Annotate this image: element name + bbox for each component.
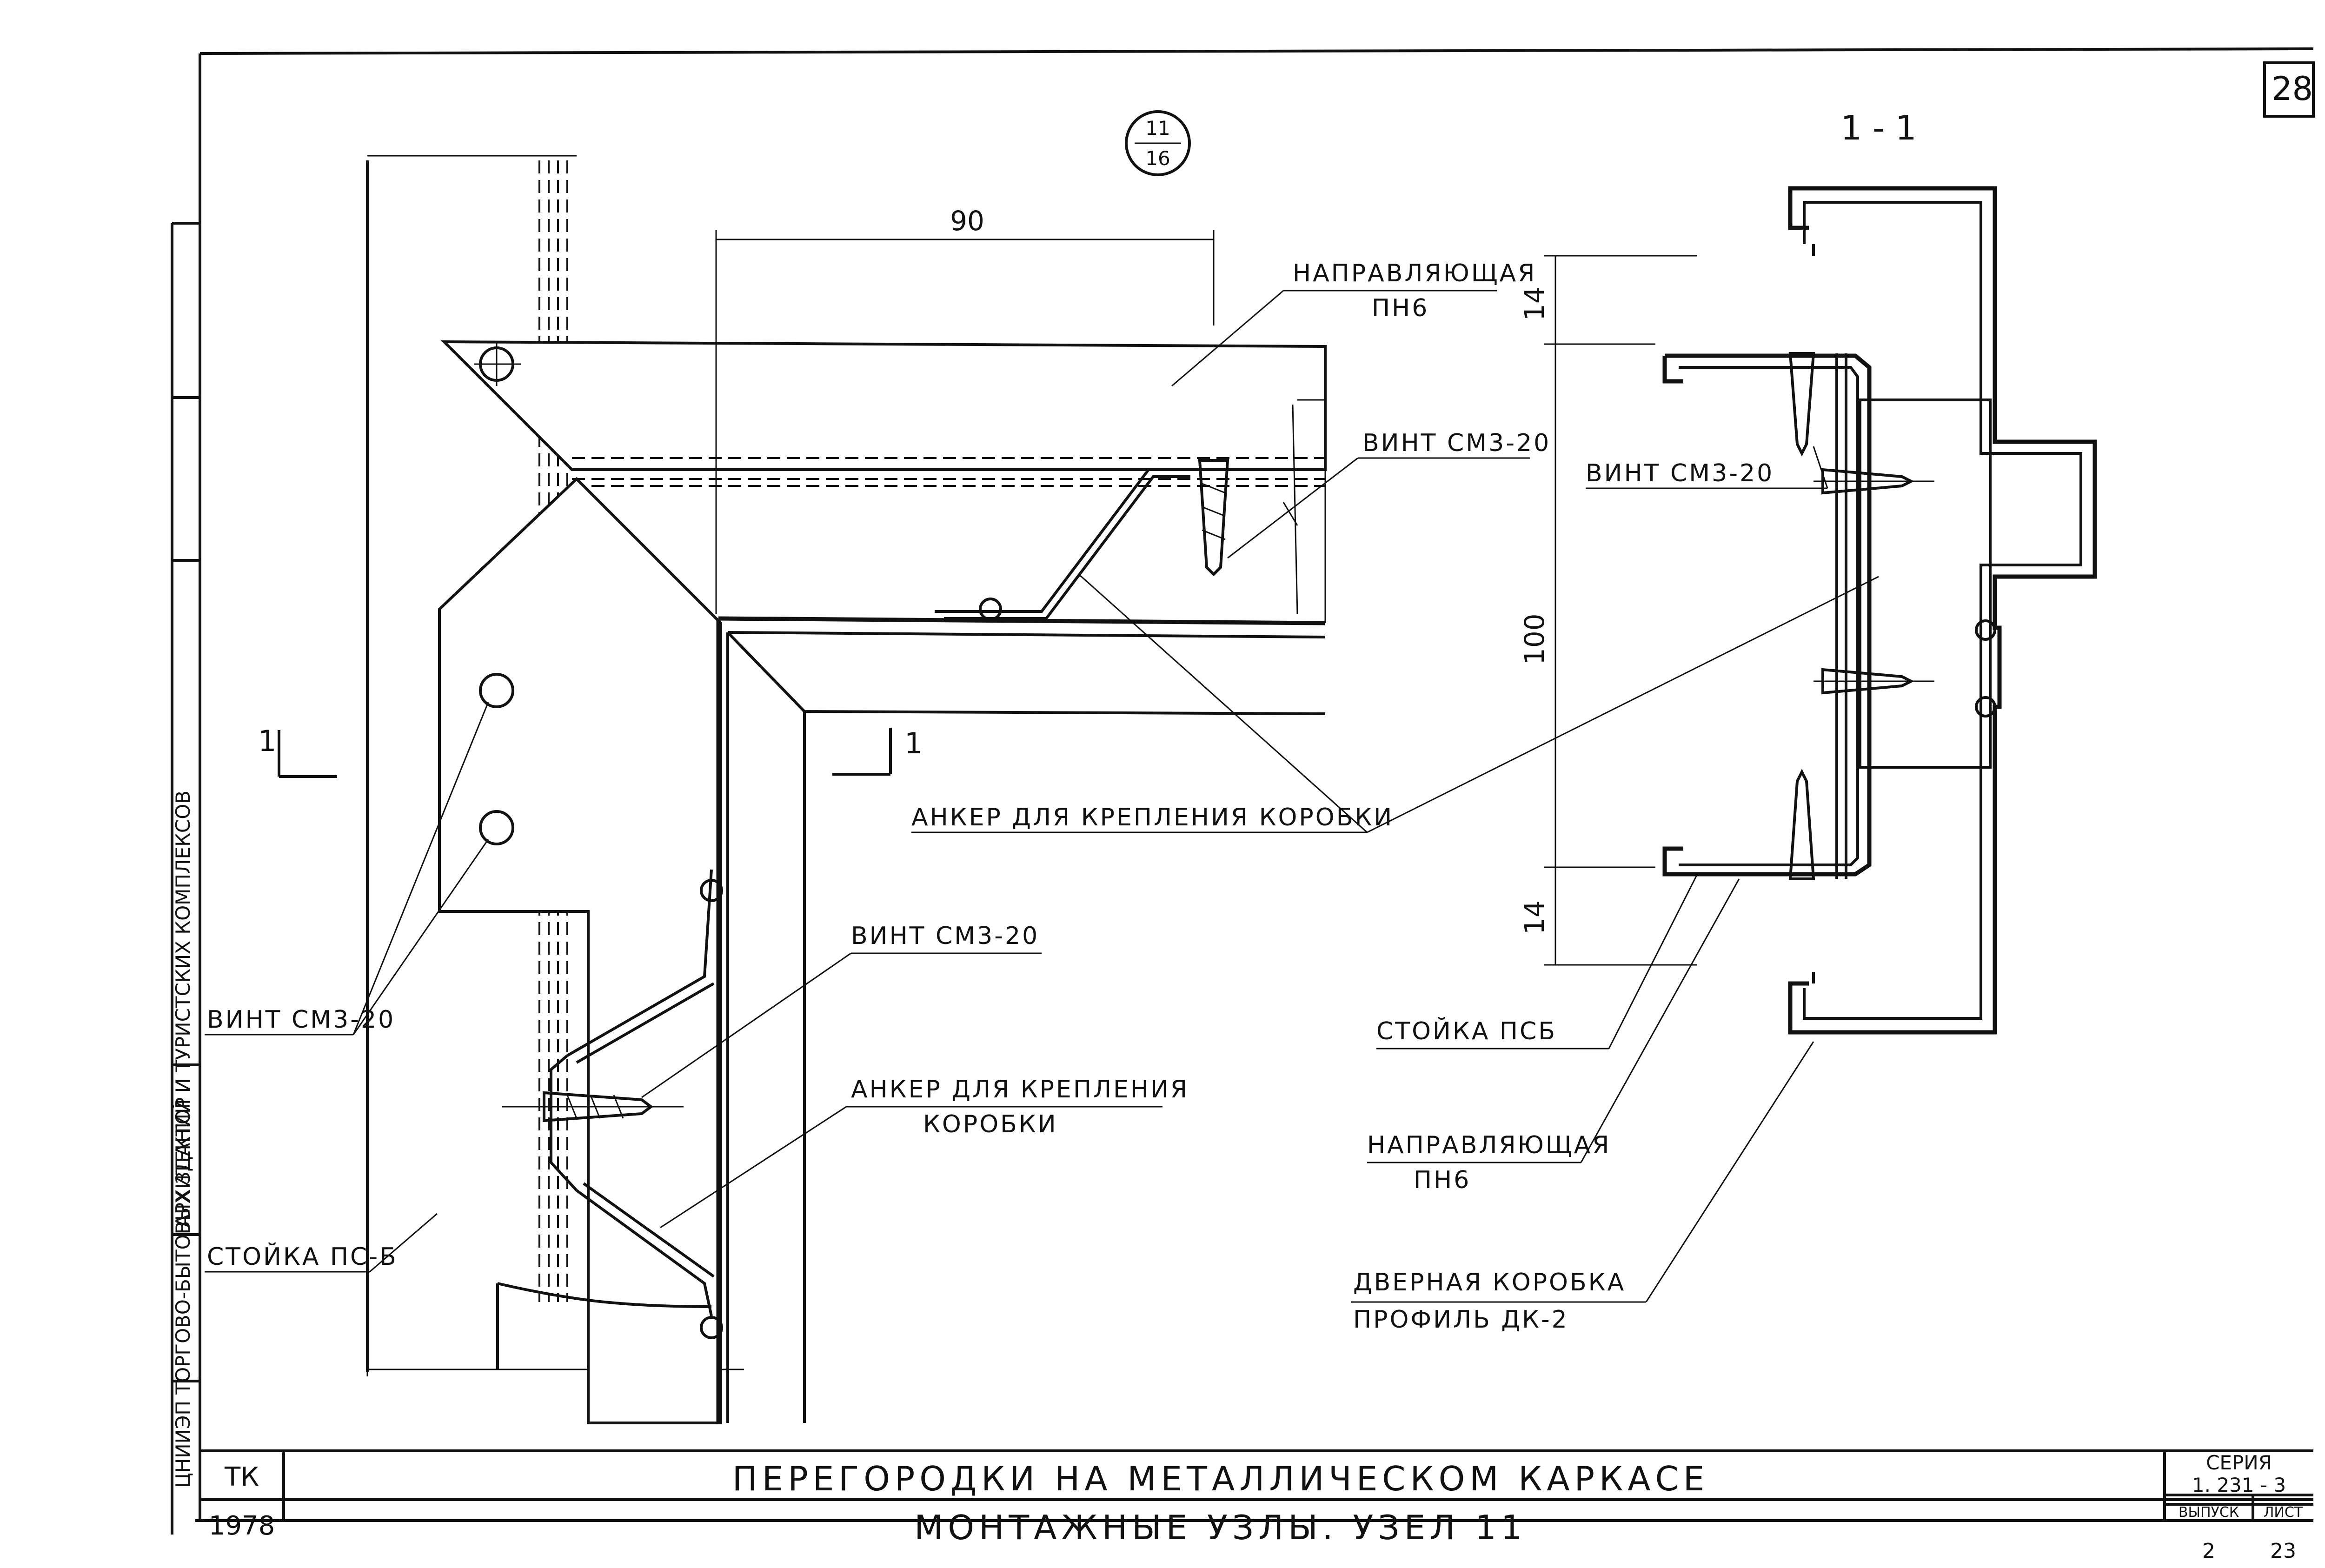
sheet-number: 28 (2272, 70, 2313, 108)
title-main: ПЕРЕГОРОДКИ НА МЕТАЛЛИЧЕСКОМ КАРКАСЕ (732, 1459, 1709, 1498)
dimension-90: 90 (715, 205, 1215, 614)
label-post-section: СТОЙКА ПСБ (1376, 1017, 1557, 1045)
label-screw-top: ВИНТ СМ3-20 (1362, 429, 1551, 457)
label-door-box-line1: ДВЕРНАЯ КОРОБКА (1353, 1269, 1626, 1296)
sheet-label: ЛИСТ (2264, 1504, 2303, 1521)
title-org: ТК (224, 1462, 259, 1492)
margin-role: АРХИТЕКТОР (172, 1097, 194, 1228)
label-anchor-lower-line2: КОРОБКИ (923, 1110, 1058, 1138)
svg-text:14: 14 (1519, 900, 1550, 935)
node-marker: 11 16 (1125, 110, 1191, 176)
svg-text:1: 1 (904, 726, 923, 760)
series-value: 1. 231 - 3 (2192, 1474, 2286, 1496)
leaders-main: НАПРАВЛЯЮЩАЯ ПН6 ВИНТ СМ3-20 АНКЕР ДЛЯ К… (205, 259, 1551, 1273)
section-1-1-drawing: 14 100 14 (1519, 186, 2097, 1035)
svg-text:14: 14 (1519, 286, 1550, 321)
section-mark-left: 1 (258, 724, 337, 778)
label-screw-section: ВИНТ СМ3-20 (1586, 459, 1774, 487)
section-mark-right: 1 (832, 726, 923, 776)
issue-value: 2 (2202, 1539, 2215, 1563)
sheet-frame (171, 47, 2315, 1535)
label-guide-section-line1: НАПРАВЛЯЮЩАЯ (1367, 1131, 1611, 1159)
title-year: 1978 (209, 1511, 275, 1541)
dimension-chain: 14 100 14 (1519, 255, 1697, 966)
label-anchor-lower-line1: АНКЕР ДЛЯ КРЕПЛЕНИЯ (851, 1076, 1189, 1103)
node-marker-bottom: 16 (1145, 147, 1170, 170)
label-guide-line2: ПН6 (1372, 294, 1429, 322)
title-sub: МОНТАЖНЫЕ УЗЛЫ. УЗЕЛ 11 (914, 1508, 1527, 1547)
label-guide-section-line2: ПН6 (1414, 1166, 1471, 1194)
svg-text:1: 1 (258, 724, 276, 758)
label-screw-left: ВИНТ СМ3-20 (207, 1006, 395, 1034)
node-detail-drawing: 1 1 90 (258, 155, 1327, 1424)
label-screw-mid: ВИНТ СМ3-20 (851, 922, 1039, 950)
label-anchor-main: АНКЕР ДЛЯ КРЕПЛЕНИЯ КОРОБКИ (911, 804, 1394, 831)
label-post-left: СТОЙКА ПС-Б (207, 1242, 398, 1271)
sheet-value: 23 (2270, 1539, 2296, 1563)
series-label: СЕРИЯ (2206, 1451, 2272, 1474)
label-door-box-line2: ПРОФИЛЬ ДК-2 (1353, 1306, 1569, 1334)
svg-text:100: 100 (1519, 613, 1550, 665)
node-marker-top: 11 (1145, 117, 1170, 140)
leaders-section: ВИНТ СМ3-20 СТОЙКА ПСБ НАПРАВЛЯЮЩАЯ ПН6 … (1351, 446, 1879, 1334)
svg-text:90: 90 (950, 205, 984, 237)
section-title: 1 - 1 (1840, 108, 1916, 147)
issue-label: ВЫПУСК (2179, 1504, 2239, 1521)
margin-stamp: ЦНИИЭП ТОРГОВО-БЫТОВЫХ ЗДАНИЙ И ТУРИСТСК… (171, 791, 194, 1488)
label-guide-line1: НАПРАВЛЯЮЩАЯ (1293, 259, 1536, 287)
title-block: ТК 1978 ПЕРЕГОРОДКИ НА МЕТАЛЛИЧЕСКОМ КАР… (200, 1451, 2313, 1547)
